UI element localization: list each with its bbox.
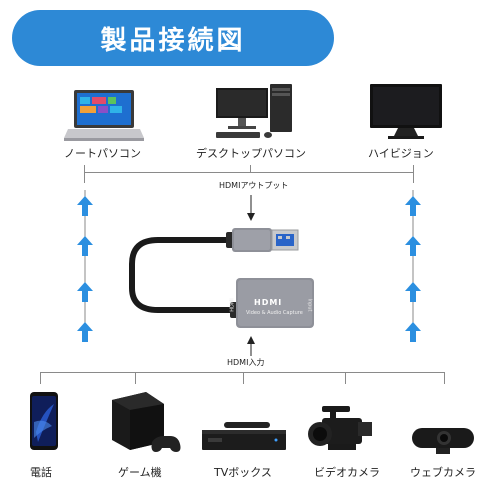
bottom-device-label-videocam: ビデオカメラ: [314, 466, 380, 479]
capture-logo: HDMI: [254, 298, 283, 307]
capture-device-icon: [129, 228, 314, 328]
bottom-connector-vertical: [40, 372, 41, 384]
top-device-label-laptop: ノートパソコン: [64, 147, 141, 160]
top-connector-vertical-right: [413, 165, 414, 183]
capture-side-left-label: HDMI: [229, 298, 236, 312]
bottom-device-label-webcam: ウェブカメラ: [410, 466, 476, 479]
capture-side-right-label: Input: [306, 298, 313, 312]
bottom-connector-vertical: [345, 372, 346, 384]
video-camera-icon: [308, 406, 372, 450]
output-arrow-icon: [247, 195, 255, 221]
bottom-device-label-tvbox: TVボックス: [214, 466, 272, 479]
bottom-device-label-phone: 電話: [30, 466, 52, 479]
hd-tv-icon: [370, 84, 442, 139]
laptop-icon: [64, 90, 144, 141]
header-banner: 製品接続図: [12, 10, 334, 66]
bottom-device-label-game: ゲーム機: [118, 466, 162, 479]
game-console-icon: [112, 392, 181, 452]
page-title: 製品接続図: [100, 25, 246, 56]
bottom-connector-vertical: [243, 372, 244, 384]
top-connector-vertical-mid: [250, 165, 251, 173]
top-device-label-tv: ハイビジョン: [368, 147, 434, 160]
capture-subtitle: Video & Audio Capture: [246, 310, 303, 316]
webcam-icon: [412, 428, 474, 454]
input-arrow-icon: [247, 336, 255, 356]
top-connector-line: [84, 172, 414, 173]
up-arrow-icon: [405, 190, 421, 342]
bottom-connector-vertical: [135, 372, 136, 384]
top-connector-vertical-left: [84, 165, 85, 183]
smartphone-icon: [30, 392, 58, 450]
hdmi-input-label: HDMI入力: [227, 358, 265, 367]
desktop-pc-icon: [216, 84, 292, 138]
hdmi-output-label: HDMIアウトプット: [219, 181, 289, 190]
tv-box-icon: [202, 422, 286, 450]
bottom-connector-line: [40, 372, 444, 373]
up-arrow-icon: [77, 190, 93, 342]
bottom-connector-vertical: [444, 372, 445, 384]
top-device-label-desktop: デスクトップパソコン: [196, 147, 306, 160]
